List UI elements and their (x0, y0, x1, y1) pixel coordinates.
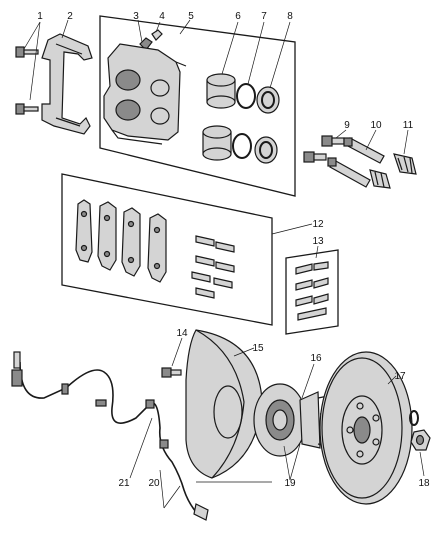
callout-4: 4 (159, 11, 165, 22)
callout-18: 18 (418, 478, 430, 489)
callout-10: 10 (370, 120, 382, 131)
callout-12: 12 (312, 219, 324, 230)
brake-pad-3 (121, 207, 141, 277)
guide-pin-upper (343, 137, 385, 164)
guide-pin-bolt-upper (321, 135, 345, 147)
piston-seal-lower (232, 133, 252, 159)
callout-9: 9 (344, 120, 350, 131)
callout-11: 11 (403, 120, 414, 131)
brake-pad-2 (97, 201, 117, 271)
brake-pad-4 (147, 213, 167, 283)
caliper-adapter (41, 33, 93, 135)
guide-pin-boot-lower (369, 169, 391, 189)
pad-clip-group-a (191, 235, 235, 299)
splash-shield (185, 329, 263, 479)
callout-16: 16 (310, 353, 322, 364)
hub-bearing (253, 383, 331, 457)
callout-8: 8 (287, 11, 293, 22)
callout-5: 5 (188, 11, 194, 22)
guide-pin-lower (327, 157, 371, 188)
callout-1: 1 (37, 11, 43, 22)
callout-19: 19 (284, 478, 296, 489)
callout-7: 7 (261, 11, 267, 22)
callout-17: 17 (394, 371, 406, 382)
callout-2: 2 (67, 11, 73, 22)
guide-pin-bolt-lower (303, 151, 327, 163)
leader-lines (23, 19, 425, 509)
hub-washer (409, 410, 419, 426)
piston-seal-upper (236, 83, 256, 109)
brake-rotor (319, 351, 413, 505)
caliper-bolt-lower (15, 103, 39, 115)
guide-pin-boot-upper (393, 153, 417, 175)
callout-3: 3 (133, 11, 139, 22)
caliper-piston-upper (206, 73, 236, 109)
pad-clip-group-b (295, 261, 329, 321)
brake-pad-1 (75, 199, 93, 263)
pad-clip-panel (285, 249, 339, 335)
callout-20: 20 (148, 478, 160, 489)
brake-pad-panel (61, 173, 273, 326)
caliper-housing (103, 43, 187, 145)
hub-nut (410, 429, 431, 451)
dust-boot-lower (254, 136, 278, 164)
callout-14: 14 (176, 328, 188, 339)
wheel-speed-sensor-harness (11, 351, 209, 521)
caliper-bolt-upper (15, 46, 39, 58)
callout-6: 6 (235, 11, 241, 22)
dust-boot-upper (256, 86, 280, 114)
callout-21: 21 (118, 478, 130, 489)
caliper-piston-lower (202, 125, 232, 161)
shield-bolt (161, 367, 182, 378)
callout-13: 13 (312, 236, 324, 247)
callout-15: 15 (252, 343, 264, 354)
